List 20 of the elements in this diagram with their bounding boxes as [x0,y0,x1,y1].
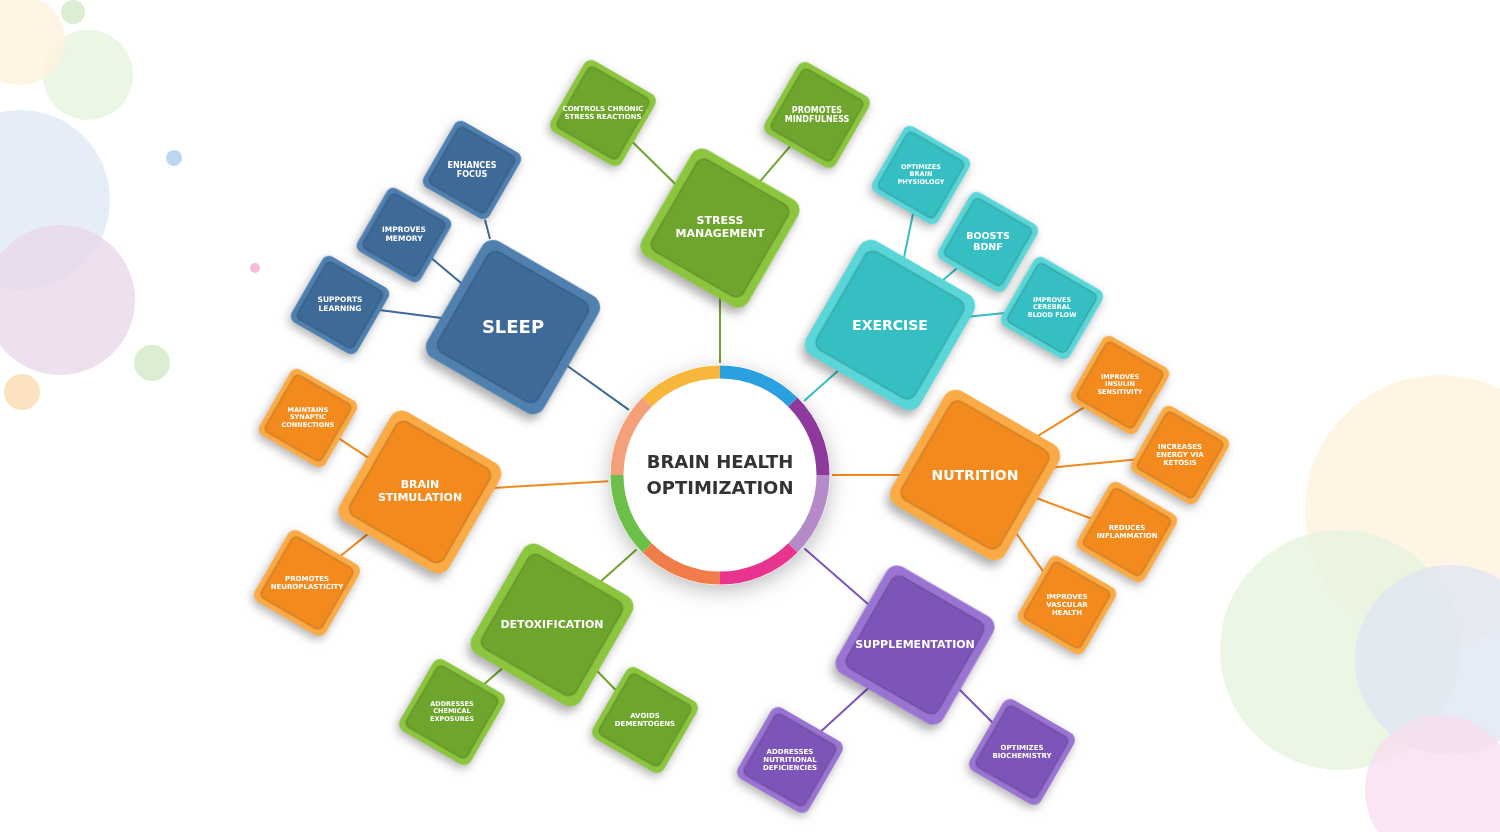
connector-line [338,531,371,558]
category-label: BRAIN STIMULATION [376,479,464,505]
connector-line [337,437,371,460]
benefit-label: BOOSTS BDNF [965,231,1011,253]
connector-line [819,685,871,734]
category-label: SUPPLEMENTATION [854,638,976,652]
connector-line [484,218,491,241]
category-label: NUTRITION [930,466,1020,484]
benefit-label: ENHANCES FOCUS [446,160,498,180]
category-label: EXERCISE [851,316,929,334]
connector-line [594,668,618,692]
category-label: SLEEP [480,316,546,338]
category-label: DETOXIFICATION [499,618,605,632]
benefit-label: PROMOTES MINDFULNESS [783,105,851,125]
connector-line [758,144,792,184]
connector-line [430,257,464,286]
connector-line [482,665,505,686]
connector-line [957,687,995,725]
category-label: STRESS MANAGEMENT [674,215,766,241]
connector-line [940,266,959,283]
